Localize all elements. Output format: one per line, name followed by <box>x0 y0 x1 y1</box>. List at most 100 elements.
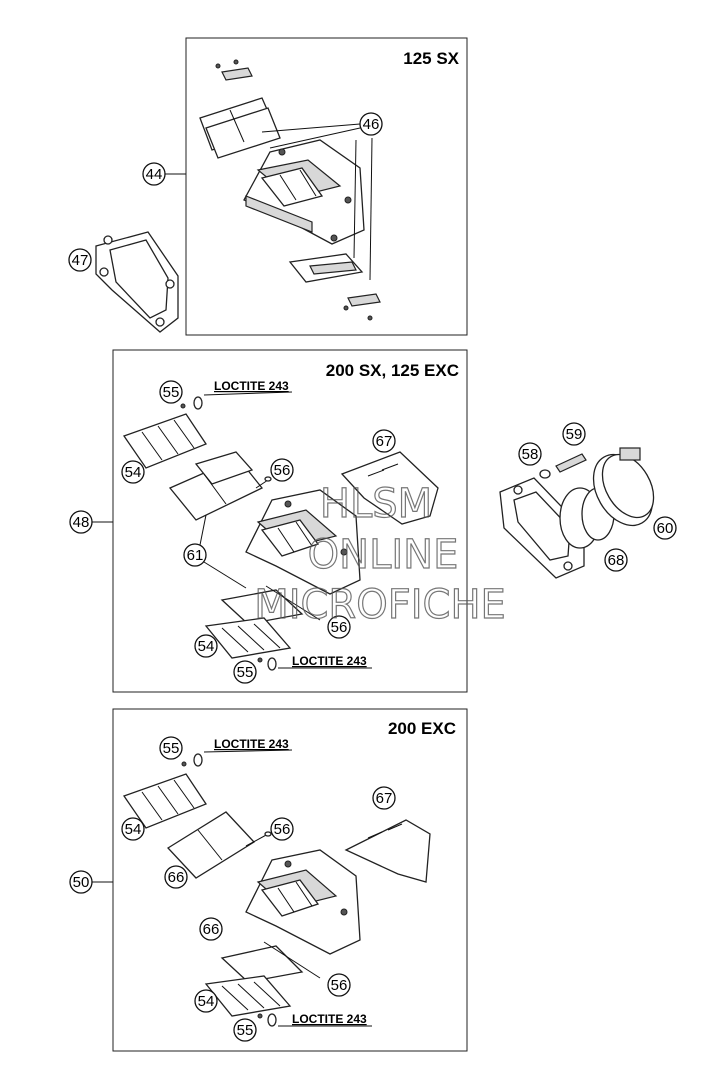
svg-text:66: 66 <box>203 921 220 938</box>
reed-petal-61-bottom <box>220 585 321 625</box>
loctite-label-1: LOCTITE 243 <box>214 379 289 393</box>
watermark: HLSM ONLINE MICROFICHE <box>254 480 507 628</box>
reed-stopper-54-a <box>122 413 207 469</box>
callout-48: 48 <box>69 510 93 534</box>
loctite-label-3: LOCTITE 243 <box>214 737 289 751</box>
svg-text:54: 54 <box>198 993 215 1010</box>
svg-text:56: 56 <box>274 821 291 838</box>
watermark-line-3: MICROFICHE <box>254 582 506 628</box>
loctite-label-4: LOCTITE 243 <box>292 1012 367 1026</box>
reed-stopper-54-d <box>204 975 292 1017</box>
callout-54-c: 54 <box>121 817 145 841</box>
reed-stop-plate-bottom <box>343 293 381 321</box>
leader-46-c <box>353 139 357 259</box>
svg-text:55: 55 <box>237 664 254 681</box>
callout-46: 46 <box>359 112 383 136</box>
reed-valve-block-200exc <box>245 849 361 955</box>
callout-47: 47 <box>68 248 92 272</box>
callout-56-d: 56 <box>327 973 351 997</box>
screw-loctite-b <box>257 657 277 671</box>
reed-valve-block-125sx <box>243 139 365 245</box>
svg-text:68: 68 <box>608 552 625 569</box>
svg-text:46: 46 <box>363 116 380 133</box>
leader-46-b <box>269 127 361 149</box>
callout-60: 60 <box>653 516 677 540</box>
panel-200exc-frame <box>112 708 468 1052</box>
reed-stopper-54-b <box>204 617 292 659</box>
callout-68: 68 <box>604 548 628 572</box>
screw-loctite-c <box>181 753 203 767</box>
watermark-line-1: HLSM <box>320 481 432 527</box>
callout-50: 50 <box>69 870 93 894</box>
screw-56-a <box>255 476 272 489</box>
svg-text:61: 61 <box>187 547 204 564</box>
bolt-59 <box>555 453 587 473</box>
callout-55-d: 55 <box>233 1018 257 1042</box>
reed-petal-61-top <box>168 451 264 521</box>
svg-text:60: 60 <box>657 520 674 537</box>
svg-text:55: 55 <box>163 740 180 757</box>
reed-stop-plate-top <box>215 59 253 81</box>
washer-58 <box>539 469 551 479</box>
panel-200exc-title: 200 EXC <box>388 719 456 738</box>
callout-58: 58 <box>518 442 542 466</box>
leader-loctite-3 <box>203 749 293 753</box>
screw-56-c <box>245 831 272 847</box>
callout-54-b: 54 <box>194 634 218 658</box>
callout-54-d: 54 <box>194 989 218 1013</box>
intake-cover-67-a <box>340 451 439 525</box>
leader-loctite-1 <box>203 391 293 396</box>
panel-125sx-frame <box>185 37 468 336</box>
svg-text:56: 56 <box>331 619 348 636</box>
screw-loctite-d <box>257 1013 277 1027</box>
callout-56-c: 56 <box>270 817 294 841</box>
callout-66-a: 66 <box>164 865 188 889</box>
svg-text:67: 67 <box>376 790 393 807</box>
callout-56-b: 56 <box>327 615 351 639</box>
callout-44: 44 <box>142 162 166 186</box>
screw-loctite-a <box>180 396 203 410</box>
svg-text:66: 66 <box>168 869 185 886</box>
callout-59: 59 <box>562 422 586 446</box>
leader-61-a <box>199 514 207 546</box>
panel-200sx-frame <box>112 349 468 693</box>
reed-petals-top <box>199 97 281 159</box>
callout-61: 61 <box>183 543 207 567</box>
callout-66-b: 66 <box>199 917 223 941</box>
svg-text:67: 67 <box>376 433 393 450</box>
callout-67-a: 67 <box>372 429 396 453</box>
watermark-line-2: ONLINE <box>308 532 459 578</box>
gasket-47 <box>95 231 179 333</box>
svg-text:47: 47 <box>72 252 89 269</box>
leader-46-a <box>261 123 361 133</box>
callout-55-c: 55 <box>159 736 183 760</box>
svg-text:48: 48 <box>73 514 90 531</box>
svg-text:50: 50 <box>73 874 90 891</box>
reed-valve-block-200sx <box>245 489 361 595</box>
svg-text:44: 44 <box>146 166 163 183</box>
svg-text:55: 55 <box>237 1022 254 1039</box>
svg-text:58: 58 <box>522 446 539 463</box>
svg-text:54: 54 <box>125 464 142 481</box>
svg-text:55: 55 <box>163 384 180 401</box>
panel-200sx-title: 200 SX, 125 EXC <box>326 361 459 380</box>
callout-55-a: 55 <box>159 380 183 404</box>
reed-petals-bottom <box>288 253 364 283</box>
svg-text:59: 59 <box>566 426 583 443</box>
reed-petal-66-bottom <box>220 941 321 983</box>
panel-125sx-title: 125 SX <box>403 49 459 68</box>
leader-46-d <box>369 137 373 281</box>
leader-61-b <box>203 561 247 589</box>
callout-55-b: 55 <box>233 660 257 684</box>
loctite-label-2: LOCTITE 243 <box>292 654 367 668</box>
callout-56-a: 56 <box>270 458 294 482</box>
svg-text:54: 54 <box>125 821 142 838</box>
svg-text:54: 54 <box>198 638 215 655</box>
reed-stopper-54-c <box>122 773 207 829</box>
callout-67-b: 67 <box>372 786 396 810</box>
intake-cover-67-b <box>344 819 431 883</box>
svg-text:56: 56 <box>331 977 348 994</box>
hose-clamp-60 <box>592 447 655 527</box>
callout-54-a: 54 <box>121 460 145 484</box>
